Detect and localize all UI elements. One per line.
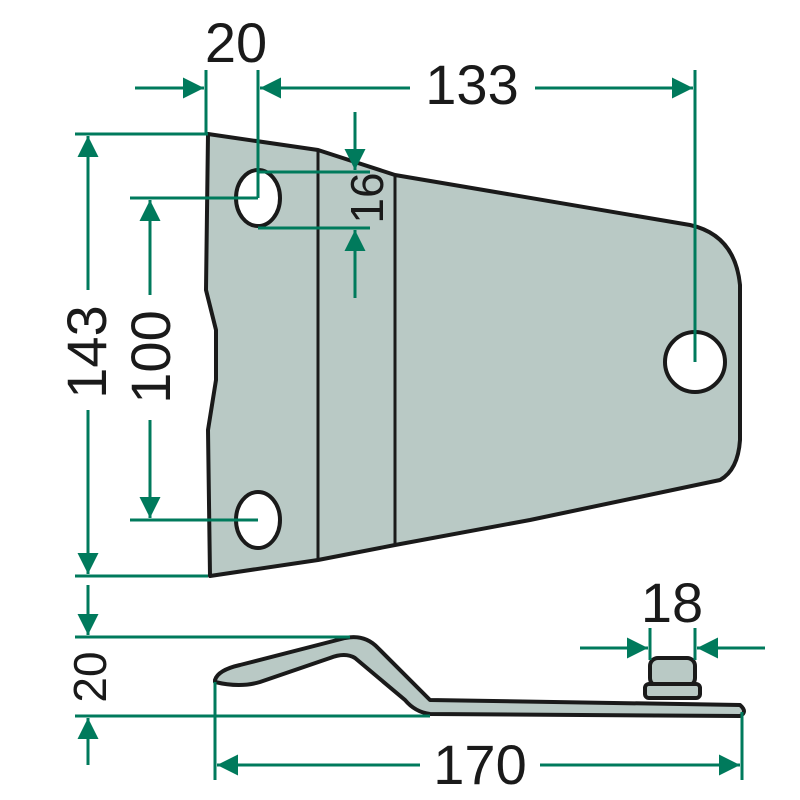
dim-hole-diameter: 16 [341,172,393,223]
dim-hole-spacing-horizontal: 133 [425,53,518,116]
dim-hole-offset: 20 [205,11,267,74]
dim-total-height: 143 [55,305,118,398]
dim-side-height: 20 [64,651,116,702]
dim-total-length: 170 [433,733,526,796]
bracket-top-view [204,132,742,578]
bolt-head [648,656,697,688]
dimension-lines [75,70,765,780]
dim-hole-spacing-vertical: 100 [119,310,182,403]
dim-bolt-width: 18 [641,571,703,634]
bracket-side-view [213,635,746,718]
